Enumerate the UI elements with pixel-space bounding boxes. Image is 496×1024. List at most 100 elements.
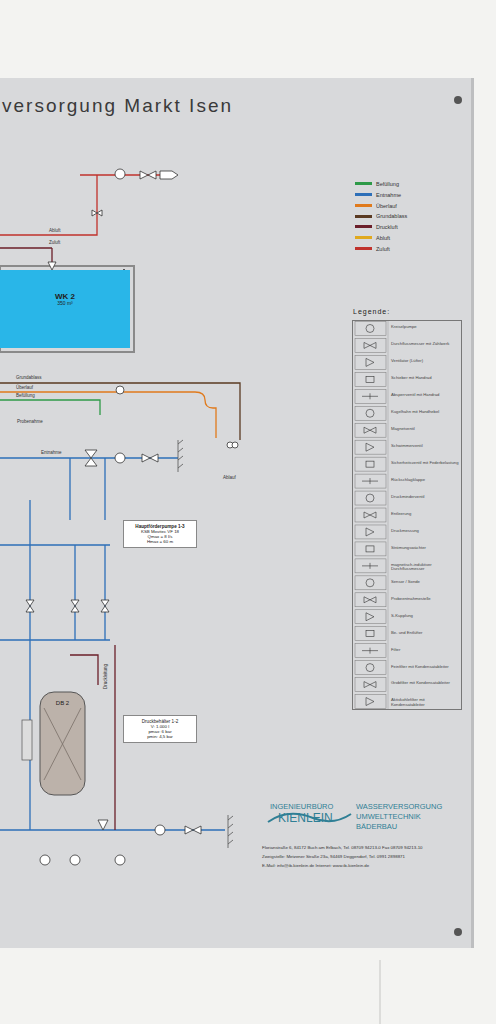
node-heading: WK 2 bbox=[2, 292, 128, 301]
legend-symbols-stroke bbox=[366, 409, 374, 417]
legend-symbols-stroke bbox=[366, 546, 374, 552]
vessel bbox=[22, 692, 85, 795]
gauges-stroke bbox=[115, 855, 125, 865]
valves-stroke bbox=[85, 450, 97, 466]
company-text: E-Mail: info@ib-kienlein.de Internet: ww… bbox=[262, 864, 369, 869]
legend-text: Druckluft bbox=[376, 224, 398, 230]
legend-swatch bbox=[355, 215, 372, 218]
legend-symbols-stroke bbox=[355, 559, 386, 573]
plaque bbox=[0, 78, 474, 1024]
node-heading: Legende: bbox=[353, 308, 390, 316]
plaque-stroke bbox=[379, 960, 381, 1024]
plaque-title: versorgung Markt Isen bbox=[2, 96, 233, 117]
legend-text: Grundablass bbox=[376, 213, 407, 219]
legend-symbols-stroke bbox=[355, 627, 386, 641]
symbol-description: S-Kupplung bbox=[391, 614, 459, 619]
plaque-stroke bbox=[454, 96, 462, 104]
company-text: KIENLEIN bbox=[278, 812, 333, 825]
symbol-description: Be- und Entlüfter bbox=[391, 631, 459, 636]
symbol-description: Druckminderventil bbox=[391, 495, 459, 500]
symbol-description: Ventilator (Lüfter) bbox=[391, 359, 459, 364]
symbol-description: Filter bbox=[391, 648, 459, 653]
symbol-description: Kreiselpumpe bbox=[391, 325, 459, 330]
plaque-stroke bbox=[0, 78, 472, 948]
legend-symbols-stroke bbox=[364, 512, 376, 518]
pipe-label: Druckleitung bbox=[104, 663, 109, 690]
vessel-stroke bbox=[40, 692, 85, 795]
pipes bbox=[0, 175, 240, 830]
legend-symbols-stroke bbox=[355, 355, 386, 369]
legend-symbols-stroke bbox=[355, 372, 386, 386]
legend-symbols-stroke bbox=[355, 423, 386, 437]
legend-swatch bbox=[355, 225, 372, 228]
legend-swatch bbox=[355, 247, 372, 250]
legend-symbols-stroke bbox=[355, 474, 386, 488]
tank-box: WK 2350 m³ bbox=[0, 270, 130, 348]
pipes-stroke bbox=[0, 400, 100, 415]
symbol-description: Strömungswächter bbox=[391, 546, 459, 551]
vessel-stroke bbox=[22, 720, 32, 760]
legend-text: Befüllung bbox=[376, 181, 399, 187]
plaque-stroke bbox=[454, 928, 462, 936]
legend-symbols-stroke bbox=[355, 389, 386, 403]
legend-text: Abluft bbox=[376, 235, 390, 241]
legend-symbols-stroke bbox=[366, 376, 374, 382]
pipe-label: Überlauf bbox=[15, 386, 34, 391]
legend-row: Abluft bbox=[355, 228, 390, 246]
pipe-label: Ablauf bbox=[222, 476, 237, 481]
valves-stroke bbox=[142, 454, 158, 462]
legend-symbols-stroke bbox=[355, 542, 386, 556]
pipe-label: Abluft bbox=[48, 229, 62, 234]
legend-symbols-stroke bbox=[366, 324, 374, 332]
symbol-description: Feinfilter mit Kondensatableiter bbox=[391, 665, 459, 670]
legend-text: Überlauf bbox=[376, 202, 397, 208]
legend-symbols-stroke bbox=[355, 508, 386, 522]
symbol-description: Magnetventil bbox=[391, 427, 459, 432]
gauges-stroke bbox=[155, 825, 165, 835]
node-text: KSB Movitec VF 18 bbox=[126, 529, 194, 534]
node-heading: Druckbehälter 1-2 bbox=[126, 719, 194, 724]
vessel-info-box: Druckbehälter 1-2V: 1.000 lpmax: 6 barpm… bbox=[123, 715, 197, 743]
legend-row: Befüllung bbox=[355, 174, 399, 192]
valves-stroke bbox=[101, 600, 109, 612]
legend-symbols-stroke bbox=[355, 406, 386, 420]
legend-symbols-stroke bbox=[355, 338, 386, 352]
legend-symbols-stroke bbox=[364, 427, 376, 433]
valves-stroke bbox=[71, 600, 79, 612]
legend-symbols-stroke bbox=[388, 320, 389, 710]
legend-symbols-stroke bbox=[355, 661, 386, 675]
legend-symbols-stroke bbox=[355, 322, 386, 336]
gauges-stroke bbox=[115, 169, 125, 179]
pipes-stroke bbox=[0, 383, 240, 440]
symbol-description: Aktivkohlefilter mit Kondensatableiter bbox=[391, 698, 459, 707]
legend-row: Zuluft bbox=[355, 239, 390, 257]
legend-swatch bbox=[355, 182, 372, 185]
legend-row: Druckluft bbox=[355, 217, 398, 235]
legend-symbols-stroke bbox=[366, 494, 374, 502]
symbol-description: Entleerung bbox=[391, 512, 459, 517]
node-text: Hmax = 60 m bbox=[126, 539, 194, 544]
legend-row: Entnahme bbox=[355, 185, 401, 203]
symbol-description: Schieber mit Handrad bbox=[391, 376, 459, 381]
legend-row: Grundablass bbox=[355, 206, 407, 224]
legend-symbols-stroke bbox=[355, 491, 386, 505]
plaque-stroke bbox=[471, 78, 474, 948]
company-text: Florianstraße 6, 84172 Buch am Erlbach, … bbox=[262, 846, 423, 851]
symbol-description: Probeentnahmestelle bbox=[391, 597, 459, 602]
pipe-label: Probenahme bbox=[16, 420, 44, 425]
gauges-stroke bbox=[40, 855, 50, 865]
legend-symbols-stroke bbox=[362, 648, 378, 654]
tank-frame bbox=[0, 266, 134, 352]
pump-info-box: Hauptförderpumpe 1-3KSB Movitec VF 18Qma… bbox=[123, 520, 197, 548]
pipes-stroke bbox=[70, 655, 98, 685]
walls-stroke bbox=[178, 440, 183, 472]
valves-stroke bbox=[92, 210, 102, 216]
tank-frame-stroke bbox=[0, 266, 134, 352]
valves-stroke bbox=[98, 820, 108, 830]
legend-swatch bbox=[355, 193, 372, 196]
gauges-stroke bbox=[115, 453, 125, 463]
symbol-description: Kugelhahn mit Handhebel bbox=[391, 410, 459, 415]
symbol-description: Grobfilter mit Kondensatableiter bbox=[391, 681, 459, 686]
node-text: pmax: 6 bar bbox=[126, 729, 194, 734]
